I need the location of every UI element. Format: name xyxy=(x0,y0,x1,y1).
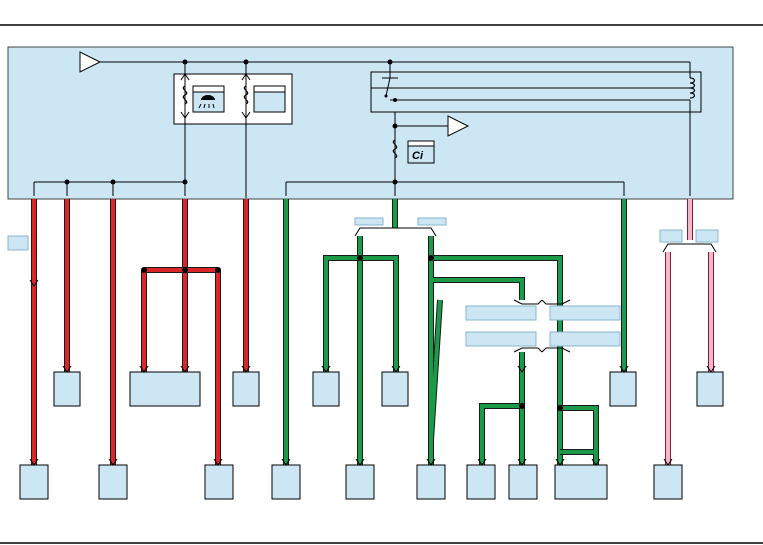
control-module: Ci xyxy=(7,46,734,200)
connector-box xyxy=(271,464,301,500)
connector-box xyxy=(609,371,637,407)
splice-labels xyxy=(7,217,719,347)
connector-box xyxy=(466,464,496,500)
relay-block xyxy=(370,71,702,113)
fuse-icon xyxy=(243,85,249,105)
triangle-arrow-icon xyxy=(447,115,470,137)
connector-box xyxy=(653,464,683,500)
fuse-icon xyxy=(392,139,398,159)
wires xyxy=(31,199,717,465)
fuse-icon xyxy=(182,85,188,105)
connector-box xyxy=(345,464,375,500)
connector-box xyxy=(98,464,128,500)
connector-box xyxy=(19,464,49,500)
lamp-icon xyxy=(198,95,215,109)
connector-box xyxy=(53,371,81,407)
connector-box xyxy=(696,371,724,407)
connector-box xyxy=(381,371,409,407)
svg-text:Ci: Ci xyxy=(412,150,424,162)
connector-box xyxy=(416,464,446,500)
triangle-arrow-icon xyxy=(79,51,102,73)
connector-box xyxy=(554,464,608,500)
pink-wires xyxy=(665,199,714,465)
connector-box xyxy=(232,371,260,407)
connector-box xyxy=(204,464,234,500)
connector-box xyxy=(129,371,201,407)
terminal-ticks xyxy=(29,279,716,466)
red-wires xyxy=(31,199,249,465)
switch-icon xyxy=(382,77,690,102)
upper-connectors xyxy=(53,371,724,407)
lower-connectors xyxy=(19,464,683,500)
connector-box xyxy=(312,371,340,407)
connector-box xyxy=(508,464,538,500)
relay-coil-icon xyxy=(689,77,696,99)
